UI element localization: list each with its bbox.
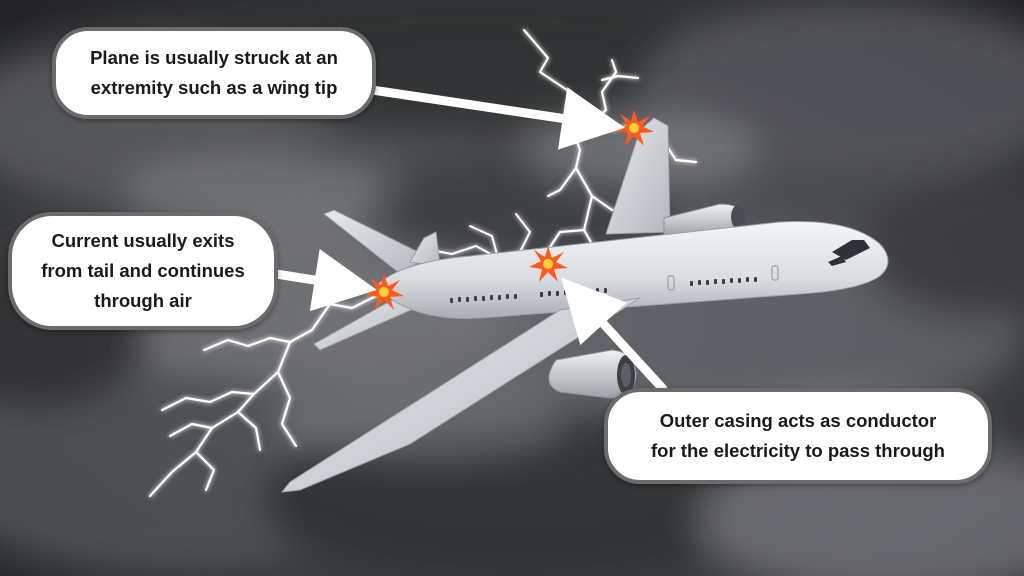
callout-wingtip-line-2: extremity such as a wing tip <box>90 77 338 98</box>
callout-wingtip-line-1: Plane is usually struck at an <box>90 47 338 68</box>
arrow-tail <box>275 248 377 312</box>
callout-tail-line-3: through air <box>94 290 192 311</box>
far-wing <box>605 117 671 235</box>
callout-casing-line-2: for the electricity to pass through <box>651 440 945 461</box>
callout-tail: Current usually exits from tail and cont… <box>8 212 278 330</box>
arrow-wingtip <box>371 85 625 150</box>
near-engine <box>548 349 637 399</box>
callout-tail-line-1: Current usually exits <box>51 230 235 251</box>
arrow-casing <box>560 277 668 394</box>
door <box>667 275 675 291</box>
airplane <box>280 117 889 493</box>
near-wing <box>280 297 641 493</box>
callout-wingtip: Plane is usually struck at an extremity … <box>52 27 376 119</box>
door <box>771 265 779 281</box>
fuselage <box>375 221 889 319</box>
callout-casing: Outer casing acts as conductor for the e… <box>604 388 992 484</box>
callout-tail-line-2: from tail and continues <box>41 260 245 281</box>
callout-casing-line-1: Outer casing acts as conductor <box>659 410 937 431</box>
cockpit-window <box>832 240 870 260</box>
pointer-arrows <box>275 85 668 394</box>
strike-point-fuselage <box>529 246 568 282</box>
